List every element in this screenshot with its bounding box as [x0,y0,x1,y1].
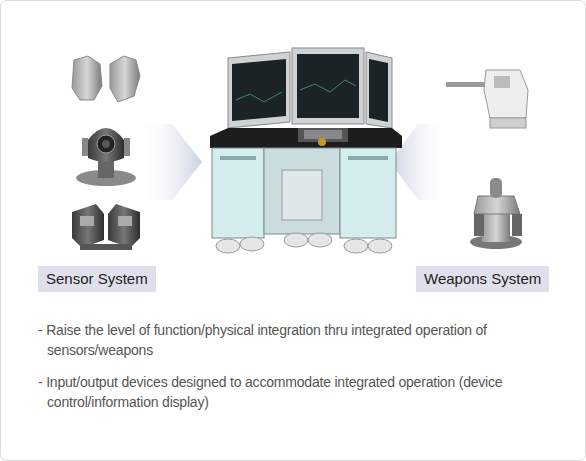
flow-arrow [138,124,202,200]
system-label: Weapons System [416,266,549,292]
bullet-note: - Raise the level of function/physical i… [38,320,573,360]
gun-turret-icon [446,70,528,128]
console-illustration [210,48,402,253]
system-name: Sensor System [46,270,148,287]
radar-panel-icon [72,56,140,102]
system-name: Weapons System [424,270,541,287]
bullet-note: - Input/output devices designed to accom… [38,372,573,412]
weapon-mount-icon [470,178,522,249]
system-label: Sensor System [38,266,156,292]
twin-sensor-icon [72,204,140,250]
gimbal-camera-icon [76,128,136,186]
